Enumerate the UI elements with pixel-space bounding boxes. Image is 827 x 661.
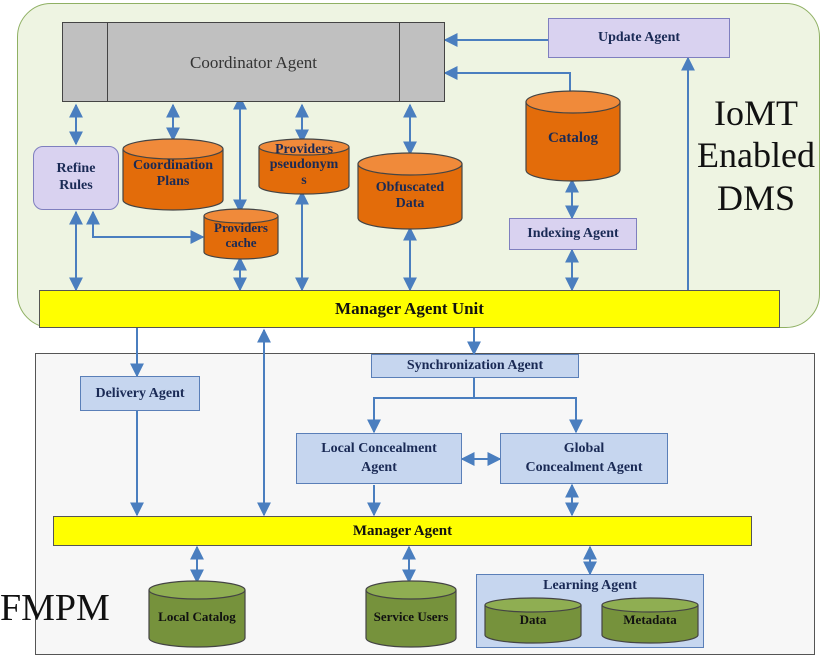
data-label: Data [519,612,547,627]
link-sync-local [367,378,475,434]
local-catalog-cylinder [148,580,246,648]
providers-cache-cylinder [203,208,279,260]
learning-agent: Learning Agent Data Metadata [476,574,704,648]
fmpm-label: FMPM [0,587,110,629]
catalog-cylinder [525,90,621,182]
metadata-cylinder [601,597,699,644]
manager-agent-unit-label: Manager Agent Unit [335,299,484,318]
coordination-plans-cylinder [122,138,224,211]
indexing-agent: Indexing Agent [509,218,637,250]
link-sync-global [474,397,583,434]
providers-pseudonyms-line3: s [301,172,307,188]
providers-pseudonyms-cylinder [258,138,350,195]
iomt-label-line3: DMS [716,177,796,218]
synchronization-agent: Synchronization Agent [371,354,579,378]
providers-cache-line1: Providers [214,220,268,235]
service-users-label: Service Users [373,609,449,624]
service-users-cylinder [365,580,457,648]
update-agent: Update Agent [548,18,730,58]
obfuscated-data-line2: Data [395,196,425,212]
coordination-plans-line1: Coordination [132,158,214,173]
providers-pseudonyms-line2: pseudonym [269,157,339,173]
global-concealment-agent: Global Concealment Agent [500,433,668,484]
iomt-label-line2: Enabled [697,135,815,176]
local-concealment-line1: Local Concealment [321,441,437,457]
coordination-plans-line2: Plans [156,174,190,190]
local-concealment-line2: Agent [361,459,397,475]
providers-pseudonyms-line1: Providers [274,142,334,157]
refine-rules-line2: Rules [59,178,93,193]
update-agent-label: Update Agent [597,30,681,45]
manager-agent-label: Manager Agent [352,522,453,539]
data-cylinder [484,597,582,644]
obfuscated-data-line1: Obfuscated [375,180,445,195]
obfuscated-data-label: Obfuscated Data [357,180,463,212]
indexing-agent-label: Indexing Agent [527,226,619,241]
delivery-agent: Delivery Agent [80,376,200,411]
coordinator-left-panel [63,23,108,101]
coordination-plans-label: Coordination Plans [118,158,228,190]
delivery-agent-label: Delivery Agent [95,385,185,401]
learning-agent-label: Learning Agent [543,578,637,593]
obfuscated-data-cylinder [357,152,463,230]
metadata-label: Metadata [623,612,677,627]
coordinator-right-panel [399,23,444,101]
manager-agent-unit: Manager Agent Unit [39,290,780,328]
iomt-label-line1: IoMT [714,93,798,133]
providers-pseudonyms-label: Providers pseudonym s [254,142,354,188]
manager-agent: Manager Agent [53,516,752,546]
refine-rules-line1: Refine [56,161,96,177]
catalog-label: Catalog [548,130,598,146]
providers-cache-label: Providers cache [199,220,283,251]
iomt-label: IoMT Enabled DMS [686,92,826,219]
refine-rules: Refine Rules [33,146,119,210]
coordinator-agent: Coordinator Agent [62,22,445,102]
global-concealment-line2: Concealment Agent [525,459,643,475]
local-catalog-label: Local Catalog [158,609,236,624]
coordinator-agent-label: Coordinator Agent [189,53,317,72]
global-concealment-line1: Global [563,441,605,457]
local-concealment-agent: Local Concealment Agent [296,433,462,484]
providers-cache-line2: cache [225,234,257,250]
synchronization-agent-label: Synchronization Agent [406,358,544,373]
link-refine-cache [86,210,205,244]
